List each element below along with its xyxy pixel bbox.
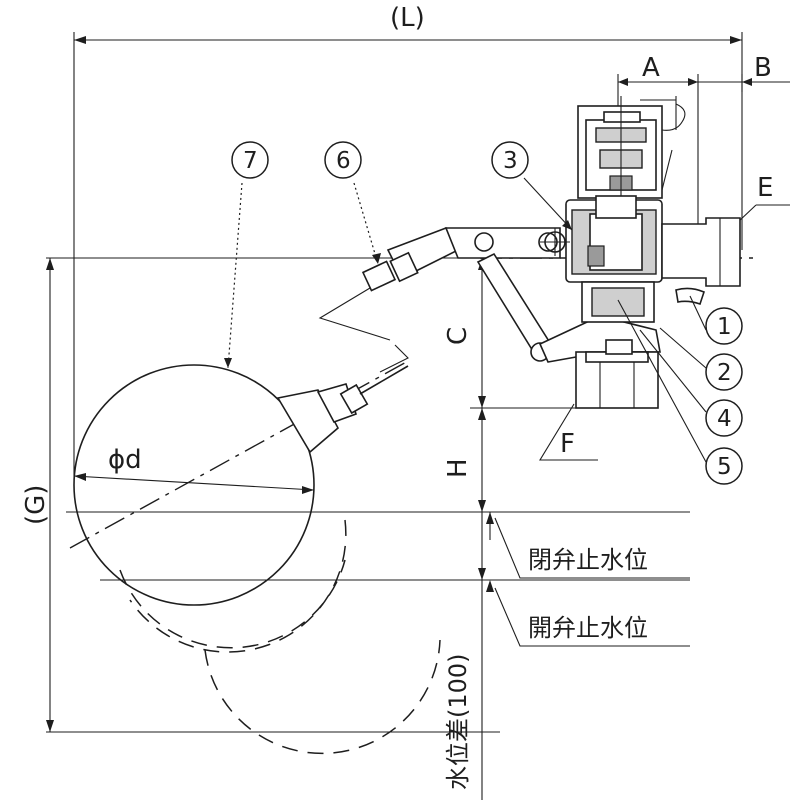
- part-number-1: 1: [705, 307, 743, 345]
- dimension-G: [46, 258, 54, 732]
- label-B: B: [754, 53, 772, 83]
- part-number-6-text: 6: [336, 148, 351, 174]
- part-number-2: 2: [705, 353, 743, 391]
- leader-E: [737, 204, 790, 223]
- dimension-A-B: [617, 74, 790, 225]
- float-arm: [361, 227, 561, 292]
- float-ball: [69, 359, 441, 755]
- label-water-difference: 水位差(100): [444, 653, 472, 790]
- label-C: C: [443, 327, 473, 345]
- dimension-L: [73, 32, 743, 480]
- part-number-7: 7: [231, 141, 269, 179]
- float-arm-break: [318, 287, 409, 373]
- part-leaders: [224, 177, 707, 463]
- label-F: F: [560, 429, 575, 459]
- label-L: (L): [390, 3, 425, 33]
- label-A: A: [642, 53, 660, 83]
- label-E: E: [757, 173, 773, 203]
- part-number-3-text: 3: [503, 148, 518, 174]
- part-number-3: 3: [491, 141, 529, 179]
- label-open-stop-level: 開弁止水位: [528, 614, 648, 642]
- label-closed-stop-level: 閉弁止水位: [528, 546, 648, 574]
- label-G: (G): [21, 485, 51, 525]
- part-number-7-text: 7: [243, 148, 258, 174]
- part-number-5: 5: [705, 447, 743, 485]
- dimension-C-H: [478, 258, 486, 512]
- part-number-4: 4: [705, 399, 743, 437]
- part-number-5-text: 5: [717, 454, 732, 480]
- valve-body: [540, 96, 741, 409]
- part-number-4-text: 4: [717, 406, 732, 432]
- part-number-6: 6: [324, 141, 362, 179]
- part-number-2-text: 2: [717, 360, 732, 386]
- part-number-1-text: 1: [717, 314, 732, 340]
- dimension-water-difference: [478, 512, 494, 800]
- label-phi-d: ϕd: [108, 445, 142, 475]
- label-H: H: [443, 458, 473, 478]
- water-level-leaders: [494, 517, 690, 647]
